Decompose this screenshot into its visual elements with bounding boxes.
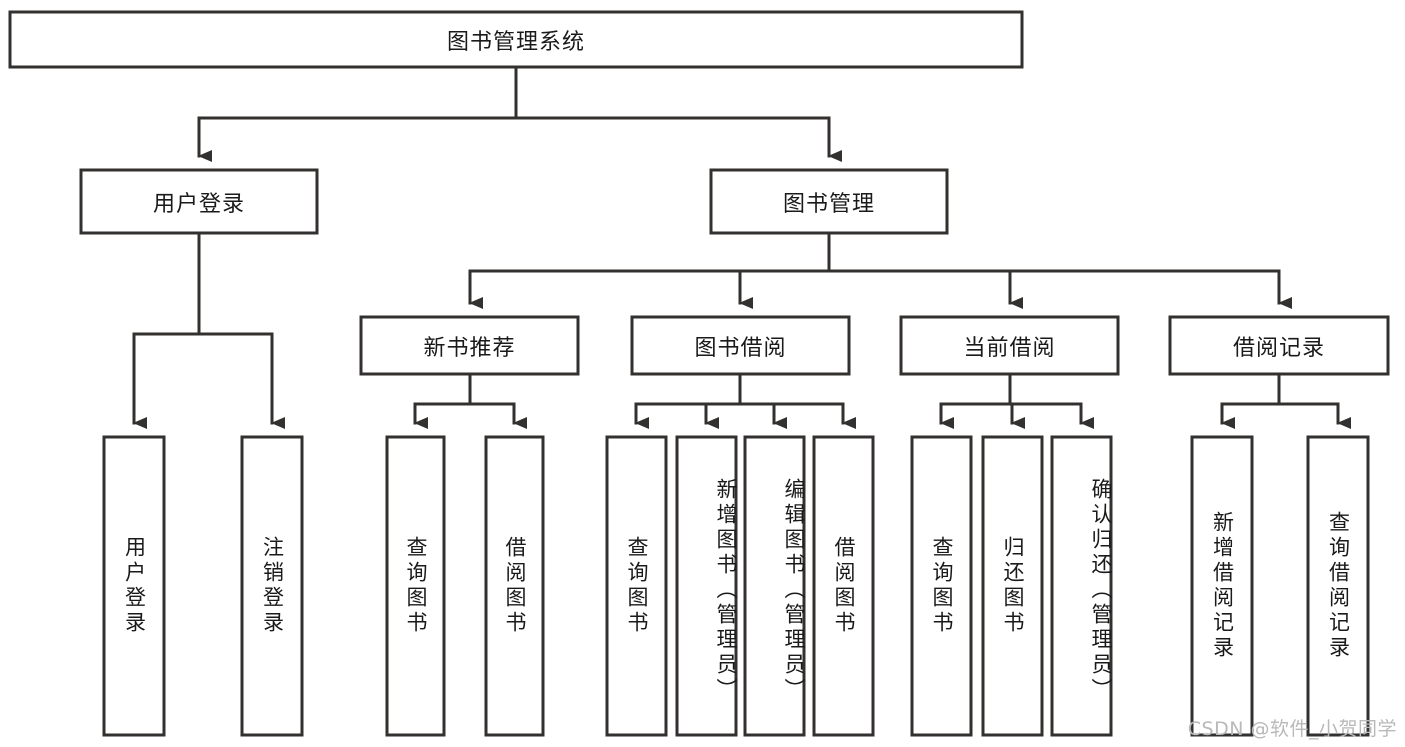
box-leaf-add-borrow-record[interactable]	[1190, 435, 1254, 737]
box-leaf-query-book-borrow[interactable]	[605, 435, 668, 737]
box-current-borrow[interactable]	[899, 315, 1120, 376]
box-book-management[interactable]	[709, 168, 949, 235]
box-leaf-return-book[interactable]	[981, 435, 1044, 737]
box-new-book-recommend[interactable]	[359, 315, 580, 376]
csdn-watermark: CSDN @软件_小贺同学	[1187, 718, 1397, 740]
box-borrow-record[interactable]	[1168, 315, 1390, 376]
node-boxes	[8, 10, 1390, 737]
box-root[interactable]	[8, 10, 1024, 69]
box-leaf-query-book-current[interactable]	[910, 435, 973, 737]
box-book-borrow[interactable]	[630, 315, 851, 376]
box-leaf-query-book-recommend[interactable]	[385, 435, 446, 737]
box-leaf-logout[interactable]	[240, 435, 304, 737]
box-leaf-add-book[interactable]	[675, 435, 738, 737]
box-leaf-borrow-book-recommend[interactable]	[484, 435, 545, 737]
box-leaf-confirm-return[interactable]	[1050, 435, 1113, 737]
box-leaf-edit-book[interactable]	[743, 435, 806, 737]
box-user-login[interactable]	[79, 168, 319, 235]
connectors	[132, 65, 1351, 429]
box-leaf-query-borrow-record[interactable]	[1306, 435, 1370, 737]
box-leaf-user-login[interactable]	[102, 435, 166, 737]
box-leaf-borrow-book[interactable]	[812, 435, 875, 737]
